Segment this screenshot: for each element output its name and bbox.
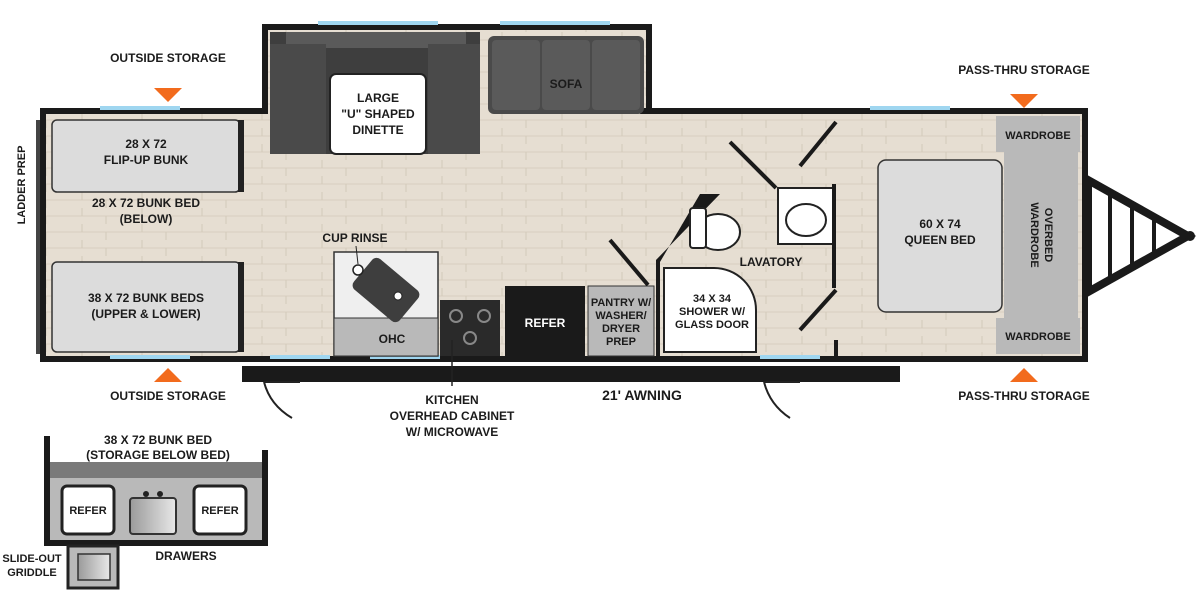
drawers-label: DRAWERS xyxy=(155,549,216,563)
sofa: SOFA xyxy=(488,36,644,114)
stove xyxy=(440,300,500,356)
awning-label: 21' AWNING xyxy=(602,387,682,403)
shower-line-1: 34 X 34 xyxy=(693,293,732,305)
queen-bed-label: QUEEN BED xyxy=(904,233,976,247)
flip-up-bunk: 28 X 72 FLIP-UP BUNK xyxy=(51,119,244,193)
ohc-label: OHC xyxy=(379,332,406,346)
outdoor-kitchen-inset: 38 X 72 BUNK BED (STORAGE BELOW BED) REF… xyxy=(2,433,268,590)
griddle-line-1: SLIDE-OUT xyxy=(2,553,62,565)
overbed-line-1: OVERBED xyxy=(1042,208,1054,262)
bunk-below-size: 28 X 72 BUNK BED xyxy=(92,196,200,210)
griddle-line-2: GRIDDLE xyxy=(7,567,57,579)
outside-storage-top-arrow-icon xyxy=(154,88,182,102)
bathroom: 34 X 34 SHOWER W/ GLASS DOOR LAVATORY xyxy=(608,120,838,356)
awning: 21' AWNING xyxy=(242,366,900,419)
outside-storage-bottom-label: OUTSIDE STORAGE xyxy=(110,389,226,403)
pantry: PANTRY W/ WASHER/ DRYER PREP xyxy=(587,285,655,357)
refrigerator: REFER xyxy=(505,286,585,356)
pantry-line-3: DRYER xyxy=(602,323,640,335)
wardrobe-top-label: WARDROBE xyxy=(1005,130,1070,142)
outside-storage-bottom-arrow-icon xyxy=(154,368,182,382)
kitchen-cabinet-callout: KITCHEN OVERHEAD CABINET W/ MICROWAVE xyxy=(390,340,515,439)
hitch xyxy=(1084,173,1197,299)
pantry-line-2: WASHER/ xyxy=(595,310,646,322)
dinette-line-3: DINETTE xyxy=(352,123,403,137)
pantry-line-4: PREP xyxy=(606,336,636,348)
pass-thru-storage-bottom: PASS-THRU STORAGE xyxy=(958,368,1090,403)
pass-thru-bottom-label: PASS-THRU STORAGE xyxy=(958,389,1090,403)
pass-thru-storage-top: PASS-THRU STORAGE xyxy=(958,63,1090,108)
lavatory-label: LAVATORY xyxy=(740,255,803,269)
kitchen-counter: CUP RINSE OHC xyxy=(322,231,439,357)
kitchen-cabinet-line-2: OVERHEAD CABINET xyxy=(390,409,515,423)
overbed-line-2: WARDROBE xyxy=(1028,202,1040,267)
pass-thru-top-arrow-icon xyxy=(1010,94,1038,108)
kitchen-cabinet-line-3: W/ MICROWAVE xyxy=(406,425,498,439)
dinette-line-1: LARGE xyxy=(357,91,399,105)
alt-refer-left-label: REFER xyxy=(69,505,106,517)
outside-storage-bottom: OUTSIDE STORAGE xyxy=(110,368,226,403)
queen-bed-size: 60 X 74 xyxy=(919,217,961,231)
flip-up-bunk-size: 28 X 72 xyxy=(125,137,167,151)
kitchen-cabinet-line-1: KITCHEN xyxy=(425,393,478,407)
pantry-line-1: PANTRY W/ xyxy=(591,297,651,309)
shower-line-2: SHOWER W/ xyxy=(679,306,745,318)
outside-storage-top: OUTSIDE STORAGE xyxy=(110,51,226,102)
bunk-bed-below: 28 X 72 BUNK BED (BELOW) xyxy=(92,196,200,226)
alt-bunk-note: (STORAGE BELOW BED) xyxy=(86,448,230,462)
pass-thru-top-label: PASS-THRU STORAGE xyxy=(958,63,1090,77)
bunk-beds-note: (UPPER & LOWER) xyxy=(91,307,200,321)
wardrobe-bottom-label: WARDROBE xyxy=(1005,331,1070,343)
bedroom: WARDROBE WARDROBE 60 X 74 QUEEN BED OVER… xyxy=(877,116,1080,354)
ladder-prep-label: LADDER PREP xyxy=(16,146,28,225)
alt-refer-right-label: REFER xyxy=(201,505,238,517)
outside-storage-top-line-1: OUTSIDE STORAGE xyxy=(110,51,226,65)
dinette-line-2: "U" SHAPED xyxy=(341,107,415,121)
sofa-label: SOFA xyxy=(550,77,583,91)
bunk-beds-size: 38 X 72 BUNK BEDS xyxy=(88,291,204,305)
cup-rinse-label: CUP RINSE xyxy=(322,231,387,245)
refer-label: REFER xyxy=(525,316,566,330)
dinette: LARGE "U" SHAPED DINETTE xyxy=(270,32,480,155)
flip-up-bunk-label: FLIP-UP BUNK xyxy=(104,153,189,167)
bunk-beds-upper-lower: 38 X 72 BUNK BEDS (UPPER & LOWER) xyxy=(51,261,244,353)
shower-line-3: GLASS DOOR xyxy=(675,319,749,331)
pass-thru-bottom-arrow-icon xyxy=(1010,368,1038,382)
alt-bunk-size: 38 X 72 BUNK BED xyxy=(104,433,212,447)
bunk-below-note: (BELOW) xyxy=(120,212,173,226)
